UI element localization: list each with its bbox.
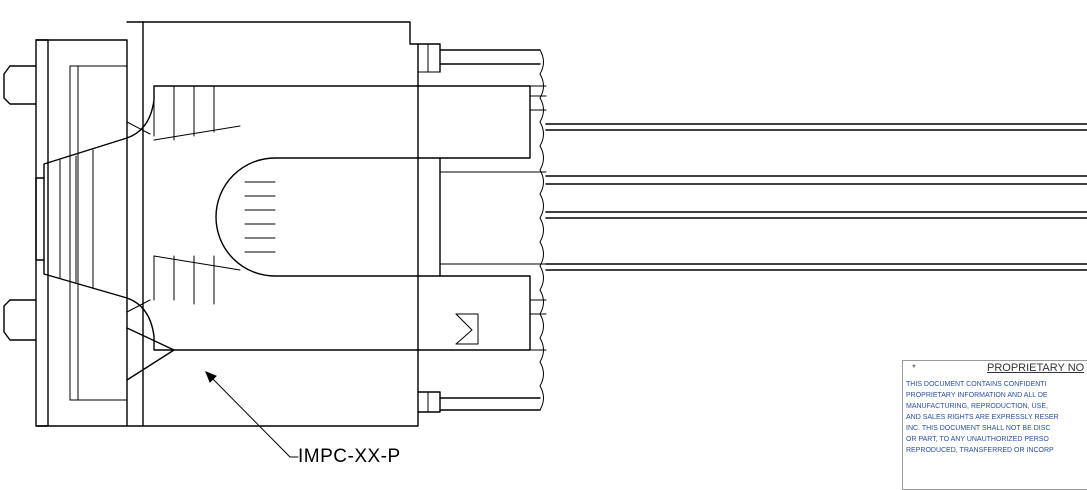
center-tongue <box>215 157 441 277</box>
notice-title: PROPRIETARY NO <box>987 362 1085 374</box>
mating-face <box>3 39 128 427</box>
notice-line: REPRODUCED, TRANSFERRED OR INCORP <box>906 447 1054 454</box>
part-number-callout: IMPC-XX-P <box>298 446 401 467</box>
notice-line: AND SALES RIGHTS ARE EXPRESSLY RESER <box>906 414 1059 421</box>
wires <box>439 95 1087 315</box>
notice-header: * PROPRIETARY NO <box>903 362 1087 377</box>
notice-line: INC. THIS DOCUMENT SHALL NOT BE DISC <box>906 425 1051 432</box>
upper-latch <box>126 85 531 159</box>
notice-mark: * <box>912 363 916 374</box>
housing <box>126 21 441 427</box>
proprietary-notice: * PROPRIETARY NO THIS DOCUMENT CONTAINS … <box>902 360 1087 490</box>
connector-drawing <box>3 21 1087 458</box>
notice-line: MANUFACTURING, REPRODUCTION, USE, <box>906 403 1048 410</box>
callout-leader <box>205 371 299 458</box>
cavity <box>35 121 151 313</box>
notice-line: THIS DOCUMENT CONTAINS CONFIDENTI <box>906 381 1047 388</box>
notice-line: PROPRIETARY INFORMATION AND ALL DE <box>906 392 1048 399</box>
notice-line: OR PART, TO ANY UNAUTHORIZED PERSO <box>906 436 1049 443</box>
notice-body: THIS DOCUMENT CONTAINS CONFIDENTI PROPRI… <box>906 379 1087 456</box>
lower-latch <box>126 255 531 351</box>
